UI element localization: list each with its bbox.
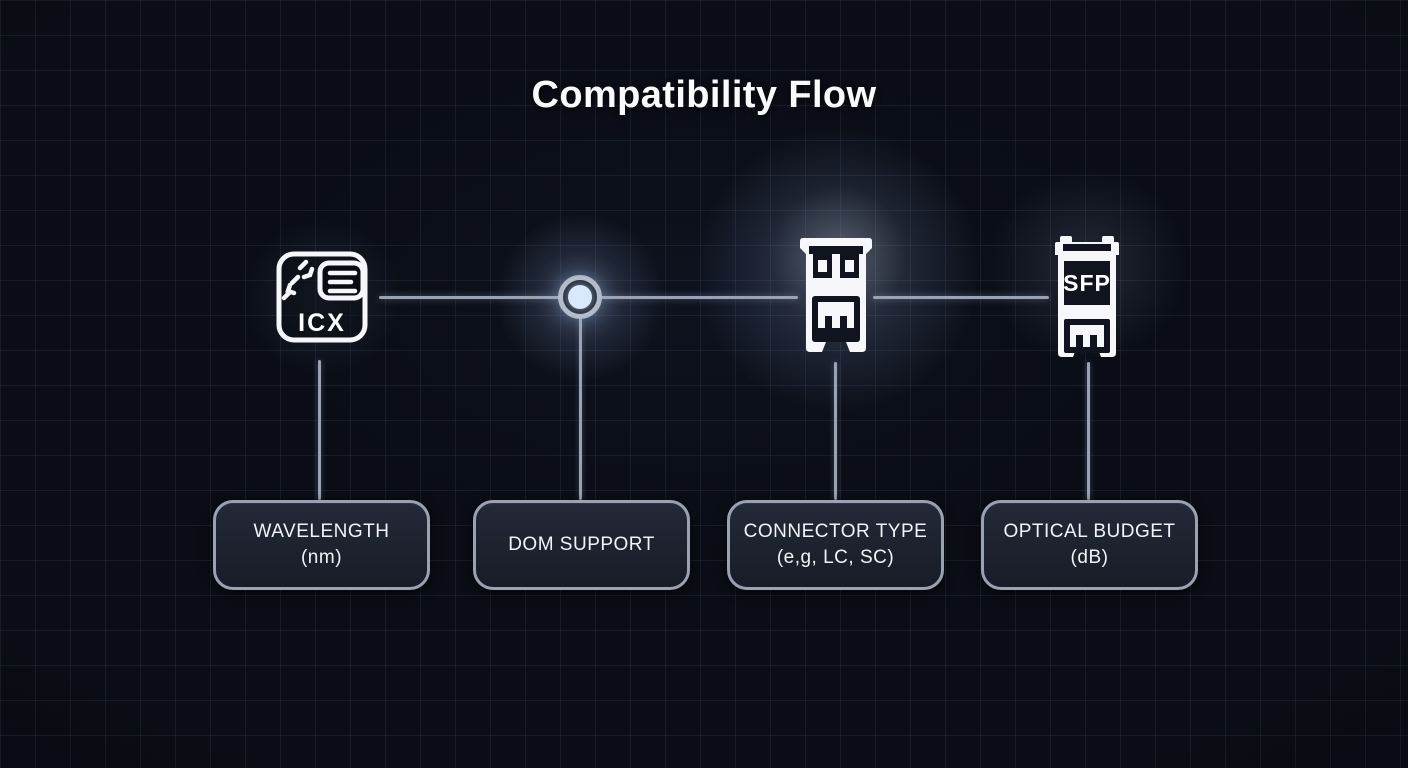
attribute-sublabel: (e,g, LC, SC) xyxy=(776,547,895,568)
connector-line-h3 xyxy=(873,296,1049,299)
attribute-box-dom-support: DOM SUPPORT xyxy=(473,500,690,590)
drop-line-dom xyxy=(579,317,582,500)
transceiver-connector-icon xyxy=(800,238,872,352)
icx-switch-node: ICX xyxy=(276,251,368,343)
attribute-box-optical-budget: OPTICAL BUDGET (dB) xyxy=(981,500,1198,590)
attribute-sublabel: (dB) xyxy=(1070,547,1109,568)
fiber-splice-glyph xyxy=(281,259,315,301)
page-title: Compatibility Flow xyxy=(531,74,877,116)
sfp-transceiver-icon: SFP xyxy=(1055,236,1119,357)
sfp-module-node: SFP xyxy=(1051,233,1123,363)
drop-line-budget xyxy=(1087,362,1090,500)
attribute-sublabel: (nm) xyxy=(300,547,343,568)
junction-dot xyxy=(568,285,592,309)
connector-line-h2 xyxy=(601,296,798,299)
attribute-box-wavelength: WAVELENGTH (nm) xyxy=(213,500,430,590)
connector-line-h1 xyxy=(379,296,560,299)
connector-module-node xyxy=(798,236,874,364)
sfp-label: SFP xyxy=(1063,270,1111,296)
module-card-glyph xyxy=(317,260,366,301)
drop-line-connector xyxy=(834,362,837,500)
attribute-box-connector-type: CONNECTOR TYPE (e,g, LC, SC) xyxy=(727,500,944,590)
attribute-label: CONNECTOR TYPE xyxy=(743,521,928,542)
attribute-label: WAVELENGTH xyxy=(253,521,390,542)
icx-switch-icon: ICX xyxy=(276,251,368,343)
attribute-label: OPTICAL BUDGET xyxy=(1003,521,1176,542)
drop-line-wavelength xyxy=(318,360,321,500)
icx-label: ICX xyxy=(298,309,346,337)
attribute-label: DOM SUPPORT xyxy=(508,534,655,555)
